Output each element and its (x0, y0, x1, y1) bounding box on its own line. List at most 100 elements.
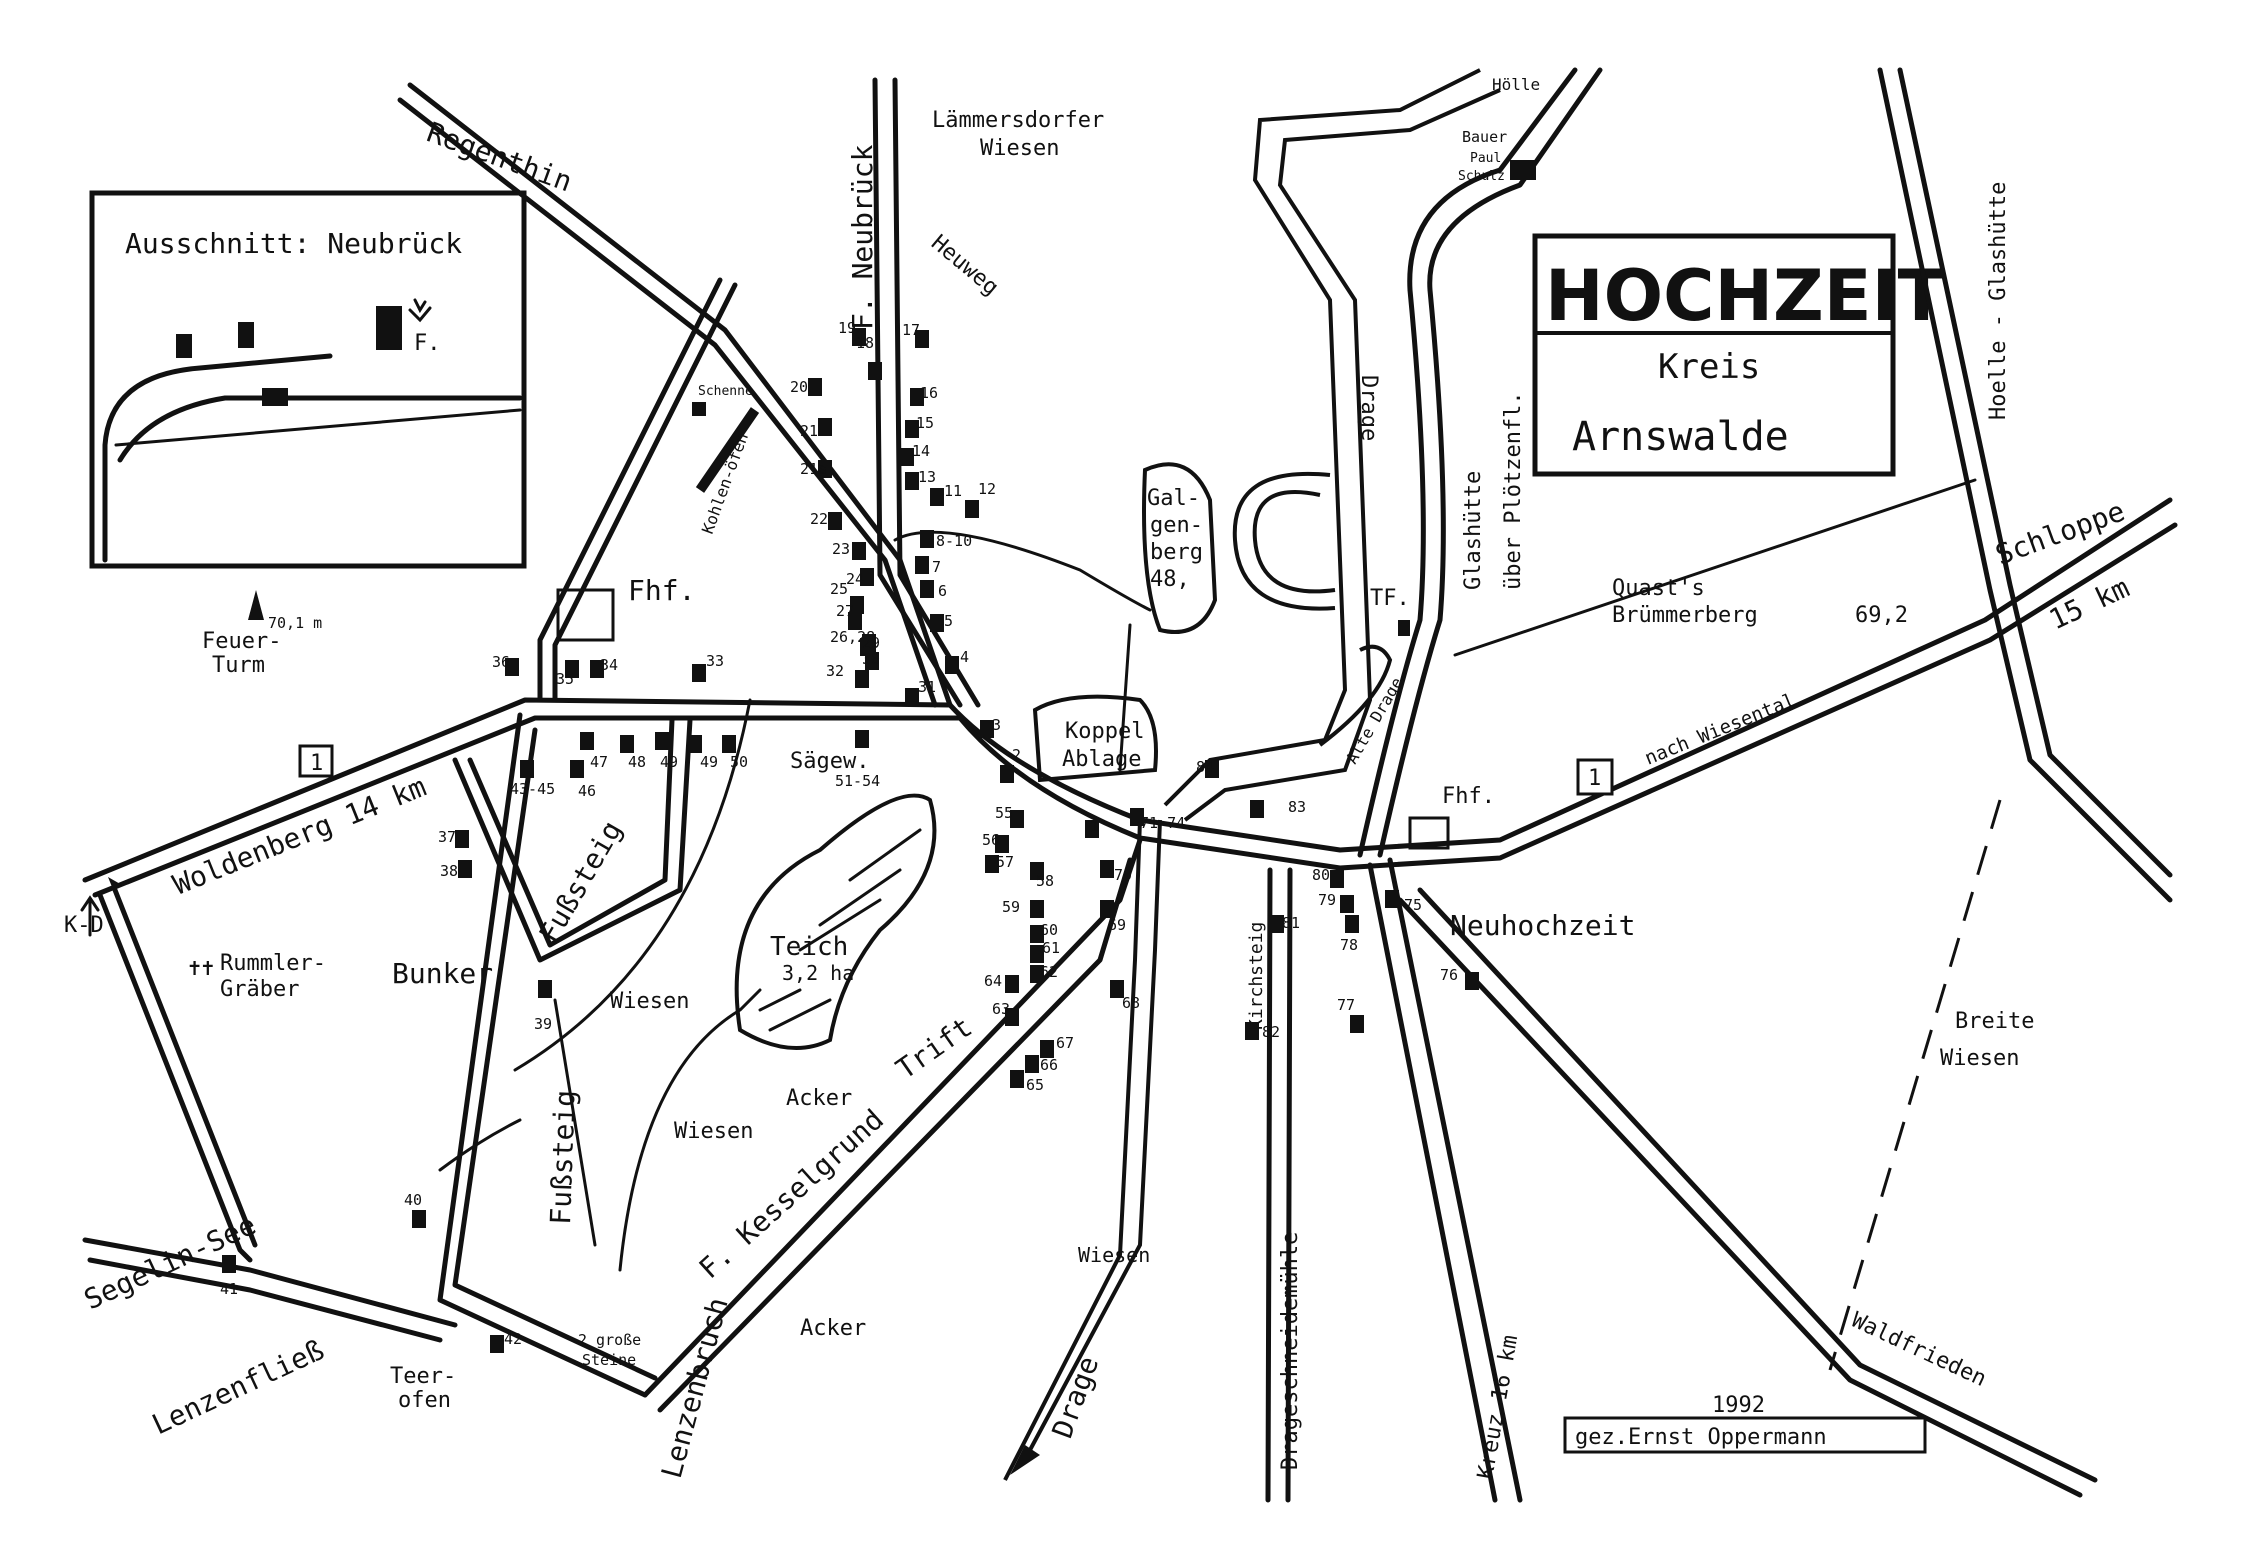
house-marker (930, 614, 944, 632)
house-marker (505, 658, 519, 676)
house-number: 79 (1318, 891, 1336, 909)
house-number: 46 (578, 782, 596, 800)
label-saegew: Sägew. (790, 749, 869, 774)
house-marker (1030, 900, 1044, 918)
label-drageschneidemuehle: Drageschneidemühle (1278, 1232, 1303, 1470)
label-grosse-2: Steine (582, 1351, 636, 1369)
house-number: 15 (916, 414, 934, 432)
house-number: 62 (1040, 963, 1058, 981)
house-number: 49 (660, 753, 678, 771)
house-marker (985, 855, 999, 873)
house-marker (1100, 860, 1114, 878)
label-regenthin: Regenthin (423, 116, 577, 199)
label-quast-2: Brümmerberg (1612, 603, 1758, 628)
house-number: 70 (1114, 866, 1132, 884)
house-marker (565, 660, 579, 678)
house-number: 49 (700, 753, 718, 771)
galgenberg (1142, 462, 1218, 634)
house-marker (852, 542, 866, 560)
teich-pond: Teich 3,2 ha (734, 793, 937, 1050)
teich-label-1: Teich (770, 932, 848, 962)
label-waldfrieden: Waldfrieden (1847, 1308, 1990, 1392)
house-number: 76 (1440, 966, 1458, 984)
house-number: 84 (1196, 758, 1214, 776)
house-number: 75 (1404, 896, 1422, 914)
label-kreuz: Kreuz 16 km (1473, 1333, 1523, 1481)
house-marker (722, 735, 736, 753)
label-galgen-2: gen- (1150, 513, 1203, 538)
label-drage-top: Drage (1356, 375, 1381, 441)
house-marker (1340, 895, 1354, 913)
label-quast-height: 69,2 (1855, 603, 1908, 628)
house-number: 66 (1040, 1056, 1058, 1074)
koppel-label-1: Koppel (1065, 719, 1144, 744)
house-marker (860, 638, 874, 656)
house-marker (860, 568, 874, 586)
house-marker (808, 378, 822, 396)
label-wiesen-mid: Wiesen (610, 989, 689, 1014)
label-rummler-2: Gräber (220, 977, 299, 1002)
house-number: 4 (960, 648, 969, 666)
inset-neubrueck: Ausschnitt: Neubrück F. (89, 190, 527, 569)
inset-f-label: F. (414, 331, 441, 356)
house-marker (688, 735, 702, 753)
house-number: 48 (628, 753, 646, 771)
bauer-house (1510, 160, 1536, 180)
label-rummler-1: Rummler- (220, 951, 326, 976)
label-feuer-1: Feuer- (202, 629, 281, 654)
house-marker (538, 980, 552, 998)
title-kreis: Kreis (1658, 347, 1760, 387)
house-number: 58 (1036, 872, 1054, 890)
label-hoelle: Hölle (1492, 75, 1540, 94)
label-schloppe: Schloppe (1991, 494, 2129, 571)
signature-year: 1992 (1712, 1393, 1765, 1418)
house-number: 11 (944, 482, 962, 500)
label-breite-2: Wiesen (1940, 1046, 2019, 1071)
house-number: 2 (1012, 746, 1021, 764)
house-number: 68 (1122, 994, 1140, 1012)
house-number: 17 (902, 321, 920, 339)
house-number: 40 (404, 1191, 422, 1209)
title-district: Arnswalde (1572, 414, 1789, 460)
house-number: 80 (1312, 866, 1330, 884)
house-number: 23 (832, 540, 850, 558)
house-number: 24 (846, 570, 864, 588)
house-number: 77 (1337, 996, 1355, 1014)
house-marker (905, 472, 919, 490)
label-tf: TF. (1370, 586, 1410, 611)
house-marker (818, 418, 832, 436)
house-number: 12 (978, 480, 996, 498)
house-marker (865, 652, 879, 670)
house-number: 64 (984, 972, 1002, 990)
house-number: 69 (1108, 916, 1126, 934)
signature: 1992 gez.Ernst Oppermann (1563, 1393, 1927, 1454)
label-fusssteig-2: Fußsteig (544, 1089, 582, 1225)
house-marker (412, 1210, 426, 1228)
house-marker (828, 512, 842, 530)
house-number: 41 (220, 1280, 238, 1298)
house-number: 57 (996, 853, 1014, 871)
label-glashuette-1: Glashütte (1461, 471, 1486, 590)
label-hoelle-glashuette: Hoelle - Glashütte (1986, 182, 2011, 420)
house-marker (1010, 810, 1024, 828)
house-marker (1110, 980, 1124, 998)
house-number: 60 (1040, 921, 1058, 939)
house-marker (850, 596, 864, 614)
house-marker (852, 328, 866, 346)
house-number: 71-74 (1140, 814, 1185, 832)
house-number: 42 (504, 1330, 522, 1348)
house-marker (855, 670, 869, 688)
house-marker (1100, 900, 1114, 918)
road-number-west: 1 (310, 751, 323, 776)
house-marker (1330, 870, 1344, 888)
label-feuer-height: 70,1 m (268, 614, 322, 632)
label-lenzenfliess: Lenzenfließ (147, 1333, 329, 1441)
road-network (82, 67, 2178, 1503)
house-marker (222, 1255, 236, 1273)
house-number: 50 (730, 753, 748, 771)
label-drage-bottom: Drage (1046, 1352, 1106, 1442)
house-number: 38 (440, 862, 458, 880)
house-marker (1030, 945, 1044, 963)
house-number: 20 (790, 378, 808, 396)
